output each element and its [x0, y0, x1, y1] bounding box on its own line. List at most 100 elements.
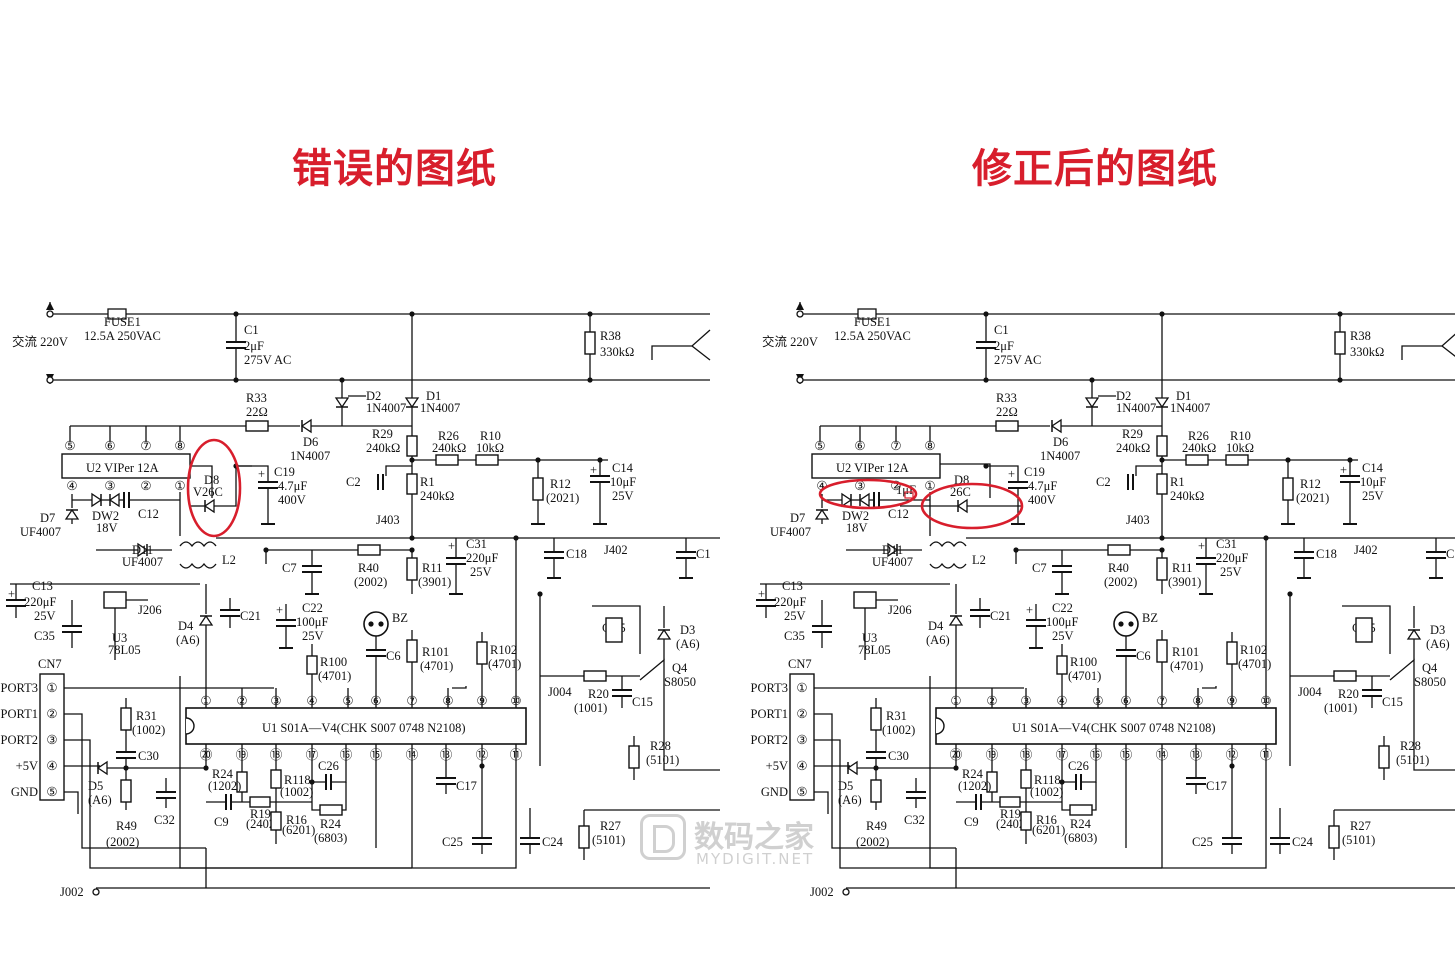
- label: 100μF: [1046, 615, 1078, 629]
- label: D2: [366, 389, 381, 403]
- junction-dot: [1159, 535, 1165, 541]
- resistor: [319, 804, 343, 816]
- label: R19: [1000, 807, 1021, 821]
- label: D4: [928, 619, 944, 633]
- label: C2: [346, 475, 361, 489]
- junction-dot: [409, 535, 415, 541]
- wire: [1441, 345, 1455, 357]
- label: ①: [46, 681, 57, 695]
- wire: [64, 791, 79, 814]
- wire: [1061, 782, 1070, 811]
- resistor: [1225, 454, 1249, 466]
- label: (5101): [1396, 753, 1429, 767]
- label: ⑥: [370, 694, 381, 708]
- resistor: [120, 779, 132, 803]
- label: C18: [566, 547, 587, 561]
- label: R24: [1070, 817, 1092, 831]
- label: R101: [422, 645, 449, 659]
- label: (5101): [592, 833, 625, 847]
- plus-sign: +: [258, 467, 265, 481]
- resistor: [1056, 655, 1068, 675]
- junction-dot: [1337, 377, 1343, 383]
- label: C31: [1216, 537, 1237, 551]
- wire: [929, 676, 1267, 869]
- junction-dot: [1337, 311, 1343, 317]
- junction-dot: [479, 763, 485, 769]
- label: DW2: [842, 509, 869, 523]
- label: R31: [136, 709, 157, 723]
- label: D11: [882, 543, 903, 557]
- label: UF4007: [770, 525, 811, 539]
- label: PORT3: [751, 681, 788, 695]
- label: R11: [1172, 561, 1192, 575]
- label: D6: [1053, 435, 1068, 449]
- diode: [656, 628, 672, 640]
- label: (1002): [1030, 785, 1063, 799]
- buzzer-bz: [363, 611, 389, 637]
- label: ⑬: [1190, 748, 1203, 762]
- label: 1N4007: [1040, 449, 1080, 463]
- diode: [96, 760, 108, 776]
- diode: [1154, 397, 1170, 409]
- diode: [198, 614, 214, 626]
- junction-dot: [1013, 547, 1019, 553]
- label: ③: [796, 733, 807, 747]
- label: (A6): [1426, 637, 1450, 651]
- label: ④: [816, 479, 827, 493]
- junction-dot: [537, 591, 543, 597]
- label: 240kΩ: [1170, 489, 1204, 503]
- label: GND: [11, 785, 38, 799]
- wire: [385, 465, 412, 476]
- label: (1202): [958, 779, 991, 793]
- label: 25V: [1362, 489, 1384, 503]
- label: C32: [154, 813, 175, 827]
- resistor: [306, 655, 318, 675]
- label: +5V: [16, 759, 38, 773]
- label: (2021): [546, 491, 579, 505]
- label: R16: [1036, 813, 1057, 827]
- label: 2μF: [244, 339, 264, 353]
- plus-sign: +: [1198, 539, 1205, 553]
- label: C24: [1292, 835, 1314, 849]
- label: R49: [116, 819, 137, 833]
- label: R33: [246, 391, 267, 405]
- label: ③: [104, 479, 115, 493]
- terminal: [46, 376, 54, 384]
- label: ⑪: [1260, 748, 1273, 762]
- label: J002: [60, 885, 84, 899]
- label: BZ: [392, 611, 408, 625]
- label: C9: [214, 815, 229, 829]
- label: ⑧: [442, 694, 453, 708]
- junction-dot: [368, 621, 374, 627]
- label: D11: [132, 543, 153, 557]
- junction-dot: [597, 457, 603, 463]
- resistor: [406, 473, 418, 495]
- label: +5V: [766, 759, 788, 773]
- label: ⑩: [510, 694, 521, 708]
- label: C9: [964, 815, 979, 829]
- junction-dot: [983, 463, 989, 469]
- inductor: [929, 541, 967, 548]
- label: C24: [542, 835, 564, 849]
- junction-dot: [1229, 763, 1235, 769]
- resistor: [532, 477, 544, 501]
- resistor: [584, 331, 596, 355]
- label: ⑭: [406, 748, 419, 762]
- resistor: [406, 639, 418, 663]
- wire: [691, 345, 711, 361]
- junction-dot: [263, 547, 269, 553]
- label: ②: [986, 694, 997, 708]
- label: ⑦: [1156, 694, 1167, 708]
- resistor: [1156, 473, 1168, 495]
- label: R101: [1172, 645, 1199, 659]
- label: ⑯: [340, 748, 353, 762]
- label: ⑰: [1056, 748, 1069, 762]
- label: C15: [1382, 695, 1403, 709]
- label: U2 VIPer 12A: [836, 461, 909, 475]
- plus-sign: +: [1026, 603, 1033, 617]
- resistor: [1107, 544, 1131, 556]
- junction-dot: [409, 311, 415, 317]
- diode: [858, 492, 870, 508]
- label: (1002): [132, 723, 165, 737]
